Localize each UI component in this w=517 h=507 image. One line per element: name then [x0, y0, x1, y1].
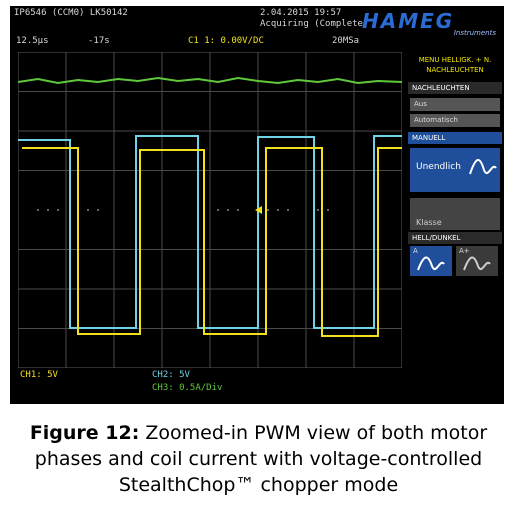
scope-header-info: IP6546 (CCM0) LK50142 [14, 8, 128, 18]
half1-label: A [413, 247, 418, 255]
menu-option-blank[interactable] [410, 198, 500, 216]
menu-title-line2: NACHLEUCHTEN [426, 66, 484, 74]
caption-text: Zoomed-in PWM view of both motor phases … [34, 422, 488, 496]
menu-manual-header: MANUELL [408, 132, 502, 144]
grid-lines [18, 52, 402, 368]
waveform-grid [18, 52, 402, 368]
menu-section2-header: HELL/DUNKEL [408, 232, 502, 244]
ch1-scale-label: CH1: 5V [20, 370, 58, 380]
menu-btn-aus[interactable]: Aus [410, 98, 500, 111]
wave-icon-1 [417, 256, 445, 271]
persist-wave-icon [469, 159, 497, 175]
timebase-readout: 12.5µs [16, 36, 49, 46]
logo-brand: HAMEG [362, 9, 455, 33]
manual-value: Unendlich [416, 162, 461, 172]
figure-caption: Figure 12: Zoomed-in PWM view of both mo… [0, 420, 517, 498]
hameg-logo: HAMEG Instruments [362, 9, 500, 39]
oscilloscope-screen: IP6546 (CCM0) LK50142 2.04.2015 19:57 Ac… [10, 6, 504, 404]
grid-center-dots [37, 209, 329, 211]
sample-rate-readout: 20MSa [332, 36, 360, 46]
ch3-coil-current-trace [18, 76, 402, 85]
menu-title-line1: MENU HELLIGK. + N. [418, 56, 492, 64]
caption-label: Figure 12: [29, 422, 140, 444]
wave-icon-2 [463, 256, 491, 271]
menu-manual-panel[interactable]: Unendlich [410, 148, 500, 192]
ch2-scale-label: CH2: 5V [152, 370, 190, 380]
scope-date: 2.04.2015 19:57 [260, 8, 342, 18]
logo-sub: Instruments [453, 29, 496, 37]
ch2-phase-trace [18, 135, 402, 329]
half2-label: A+ [459, 247, 470, 255]
menu-btn-automatic[interactable]: Automatisch [410, 114, 500, 127]
scope-acquire-status: Acquiring (Complete) [260, 19, 369, 29]
ch3-scale-label: CH3: 0.5A/Div [152, 383, 223, 393]
ch1-phase-trace [22, 147, 402, 337]
trigger-info-readout: C1 1: 0.00V/DC [188, 36, 264, 46]
menu-section-header: NACHLEUCHTEN [408, 82, 502, 94]
menu-option-lower[interactable]: Klasse [410, 216, 500, 230]
menu-half-btn-2[interactable]: A+ [456, 246, 498, 276]
trigger-marker-icon [255, 206, 262, 214]
side-menu: MENU HELLIGK. + N. NACHLEUCHTEN NACHLEUC… [408, 52, 502, 362]
trigger-offset-readout: -17s [88, 36, 110, 46]
menu-half-btn-1[interactable]: A [410, 246, 452, 276]
